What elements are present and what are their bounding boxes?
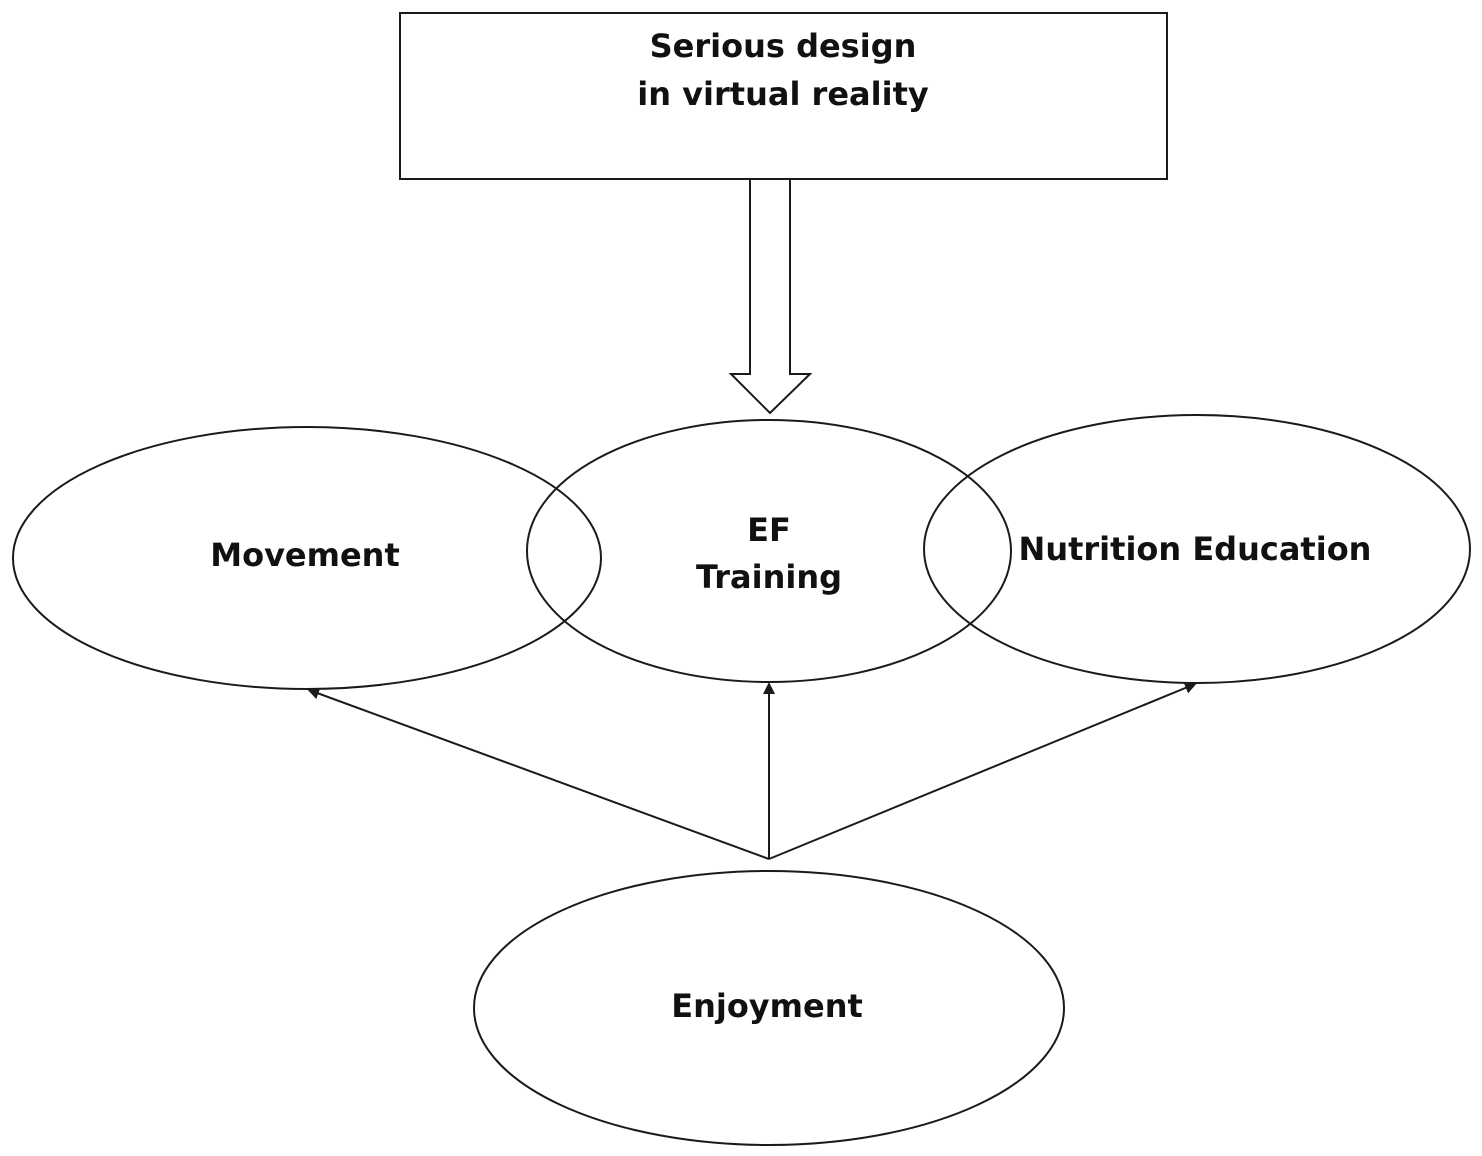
- enjoyment-label: Enjoyment: [671, 987, 863, 1025]
- enjoyment-ellipse: [473, 870, 1065, 1146]
- serious-design-box: [399, 12, 1168, 180]
- arrow-enjoyment-to-nutrition: [768, 682, 1197, 860]
- movement-ellipse: [12, 426, 602, 690]
- nutrition-education-label: Nutrition Education: [1019, 530, 1372, 568]
- arrow-enjoyment-to-movement: [307, 687, 770, 860]
- serious-design-label-line1: Serious design: [650, 27, 917, 65]
- movement-label: Movement: [210, 536, 400, 574]
- nutrition-education-ellipse: [923, 414, 1471, 684]
- hollow-down-arrow: [728, 178, 813, 415]
- serious-design-label-line2: in virtual reality: [637, 75, 929, 113]
- ef-label-line2: Training: [696, 558, 842, 596]
- ef-label-line1: EF: [747, 511, 791, 549]
